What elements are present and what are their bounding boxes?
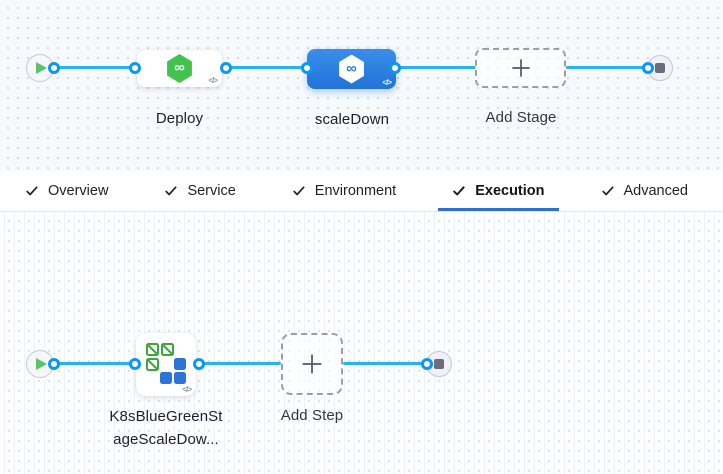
tab-service[interactable]: Service — [150, 171, 249, 211]
edge — [396, 66, 476, 69]
stage-node-scaledown[interactable]: ∞ </> — [307, 49, 396, 89]
tab-label: Environment — [314, 183, 397, 199]
code-icon: </> — [208, 76, 218, 85]
connector-dot[interactable] — [193, 358, 205, 370]
stage-node-deploy[interactable]: ∞ </> — [137, 50, 222, 87]
tab-execution[interactable]: Execution — [438, 171, 559, 211]
edge — [54, 66, 136, 69]
check-icon — [26, 186, 38, 196]
tab-overview[interactable]: Overview — [11, 171, 122, 211]
stage-graph-canvas[interactable]: ∞ </> Deploy ∞ </> scaleDown Add Stage — [0, 0, 723, 171]
connector-dot[interactable] — [301, 62, 313, 74]
add-stage-label: Add Stage — [485, 109, 557, 126]
connector-dot[interactable] — [421, 358, 433, 370]
plus-icon — [511, 59, 530, 77]
edge — [54, 362, 136, 365]
connector-dot[interactable] — [129, 358, 141, 370]
connector-dot[interactable] — [389, 62, 401, 74]
code-icon: </> — [182, 385, 192, 394]
tab-environment[interactable]: Environment — [278, 171, 410, 211]
k8s-bluegreen-scaledown-icon — [146, 342, 186, 384]
tab-label: Advanced — [623, 183, 689, 199]
tab-advanced[interactable]: Advanced — [587, 171, 703, 211]
play-icon — [36, 358, 47, 370]
stage-config-tabs: Overview Service Environment Execution A… — [0, 171, 723, 212]
harness-cd-icon: ∞ — [167, 54, 192, 83]
stage-label-scaledown: scaleDown — [314, 111, 390, 128]
stage-label-deploy: Deploy — [155, 110, 204, 127]
tab-label: Service — [187, 183, 236, 199]
edge — [343, 362, 427, 365]
edge — [566, 66, 649, 69]
step-node-k8s-bluegreen-scaledown[interactable]: </> — [136, 333, 196, 396]
edge — [222, 66, 308, 69]
add-step-button[interactable] — [281, 333, 343, 395]
harness-cd-icon: ∞ — [339, 54, 364, 84]
step-label-line2: ageScaleDow... — [113, 431, 219, 448]
edge — [196, 362, 281, 365]
check-icon — [293, 186, 305, 196]
check-icon — [453, 186, 465, 196]
plus-icon — [302, 354, 322, 374]
check-icon — [601, 186, 614, 196]
add-step-label: Add Step — [280, 407, 344, 424]
stop-icon — [655, 63, 665, 73]
connector-dot[interactable] — [129, 62, 141, 74]
code-icon: </> — [382, 78, 392, 87]
connector-dot[interactable] — [642, 62, 654, 74]
tab-label: Execution — [475, 183, 545, 199]
connector-dot[interactable] — [220, 62, 232, 74]
connector-dot[interactable] — [48, 358, 60, 370]
add-stage-button[interactable] — [475, 48, 566, 88]
check-icon — [165, 186, 177, 196]
play-icon — [36, 62, 47, 74]
connector-dot[interactable] — [48, 62, 60, 74]
step-label-line1: K8sBlueGreenSt — [109, 408, 223, 425]
step-label: K8sBlueGreenSt ageScaleDow... — [101, 405, 231, 451]
tab-label: Overview — [48, 183, 109, 199]
stop-icon — [434, 359, 444, 369]
execution-graph-canvas[interactable]: </> K8sBlueGreenSt ageScaleDow... Add St… — [0, 212, 723, 474]
